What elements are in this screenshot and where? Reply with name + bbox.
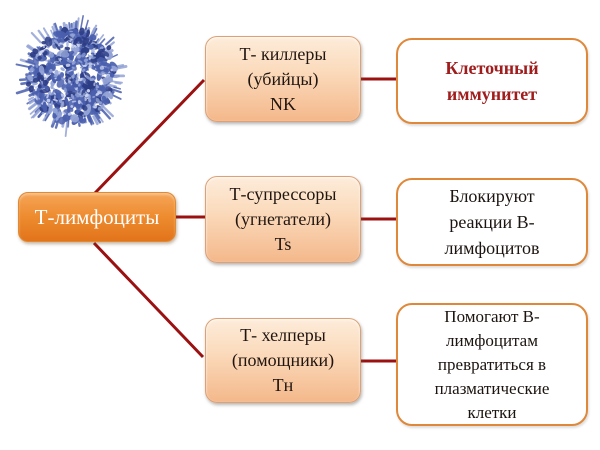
type-node-t-killers: Т- киллеры (убийцы) NK: [205, 36, 361, 122]
result-node-cellular-immunity: Клеточный иммунитет: [396, 38, 588, 124]
connector-root-to-killers: [93, 78, 206, 195]
lymphocyte-cell-icon: [15, 15, 128, 137]
result-node-help-b-lymphocytes: Помогают В- лимфоцитам превратиться в пл…: [396, 303, 588, 426]
root-node-t-lymphocytes: Т-лимфоциты: [18, 192, 176, 242]
connector-root-to-helpers: [92, 241, 205, 359]
result-node-block-b-lymphocytes: Блокируют реакции В- лимфоцитов: [396, 178, 588, 266]
type-node-t-helpers: Т- хелперы (помощники) Тн: [205, 318, 361, 403]
t-lymphocyte-micrograph-image: [14, 12, 132, 144]
type-node-t-suppressors: Т-супрессоры (угнетатели) Ts: [205, 176, 361, 263]
